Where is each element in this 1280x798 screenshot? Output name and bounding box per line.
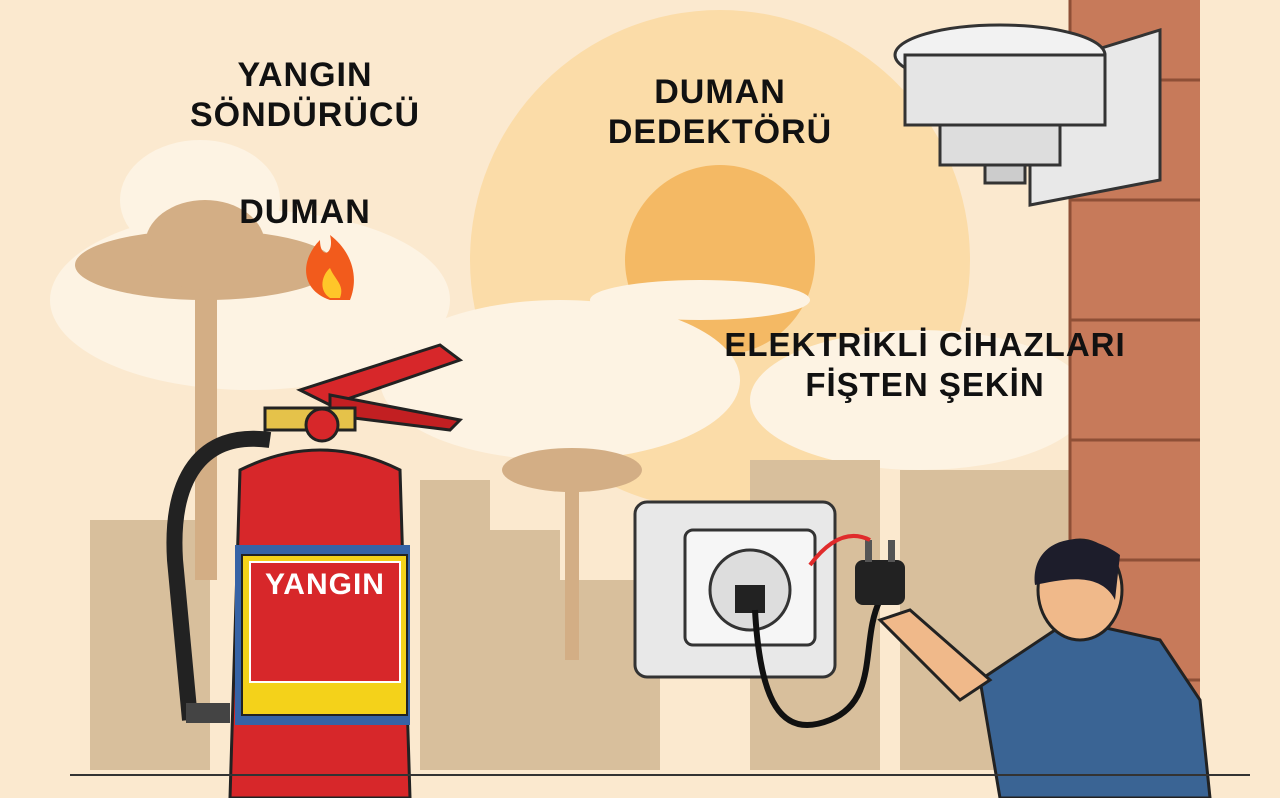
unplug-caption: ELEKTRİKLİ CİHAZLARI FİŞTEN ŞEKİN bbox=[660, 325, 1190, 405]
caption-line: DEDEKTÖRÜ bbox=[607, 113, 833, 151]
fire-extinguisher bbox=[166, 343, 464, 798]
extinguisher-label-text: YANGIN bbox=[265, 568, 385, 601]
caption-line: SÖNDÜRÜCÜ bbox=[190, 96, 420, 134]
caption-line: FİŞTEN ŞEKİN bbox=[805, 366, 1045, 403]
smoke-caption: DUMAN bbox=[239, 193, 371, 231]
caption-line: DUMAN bbox=[654, 73, 786, 111]
fire-icon bbox=[306, 235, 354, 300]
wall-outlet bbox=[633, 500, 905, 728]
extinguisher-caption: YANGIN SÖNDÜRÜCÜ bbox=[140, 55, 470, 135]
caption-line: YANGIN bbox=[237, 56, 373, 94]
smoke-detector bbox=[893, 23, 1162, 207]
detector-caption: DUMAN DEDEKTÖRÜ bbox=[560, 72, 880, 152]
palm-trees bbox=[75, 200, 642, 660]
caption-line: ELEKTRİKLİ CİHAZLARI bbox=[724, 326, 1126, 363]
person bbox=[877, 538, 1212, 798]
